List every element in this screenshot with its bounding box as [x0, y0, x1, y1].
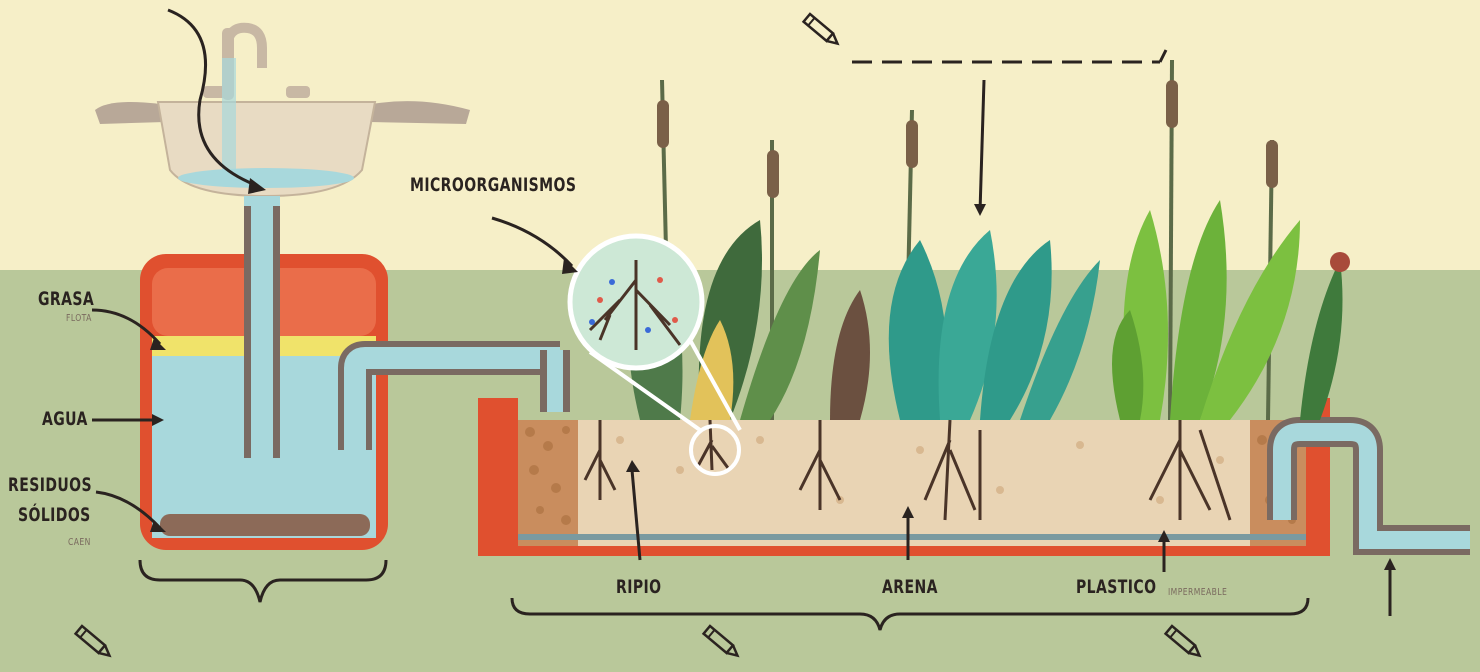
plastic-liner — [518, 534, 1306, 540]
label-agua: AGUA — [42, 410, 88, 429]
label-solidos: SÓLIDOS — [18, 506, 91, 525]
label-microorganismos: MICROORGANISMOS — [410, 176, 576, 195]
label-grasa: GRASA — [38, 290, 94, 309]
gravel-left — [518, 420, 578, 546]
solid-waste-layer — [160, 514, 370, 536]
label-caen: CAEN — [68, 538, 91, 548]
wetland-bed — [478, 398, 1330, 556]
label-impermeable: IMPERMEABLE — [1168, 588, 1227, 598]
label-flota: FLOTA — [66, 314, 92, 324]
label-residuos: RESIDUOS — [8, 476, 92, 495]
label-ripio: RIPIO — [616, 578, 661, 597]
label-arena: ARENA — [882, 578, 938, 597]
label-plastico: PLASTICO — [1076, 578, 1156, 597]
